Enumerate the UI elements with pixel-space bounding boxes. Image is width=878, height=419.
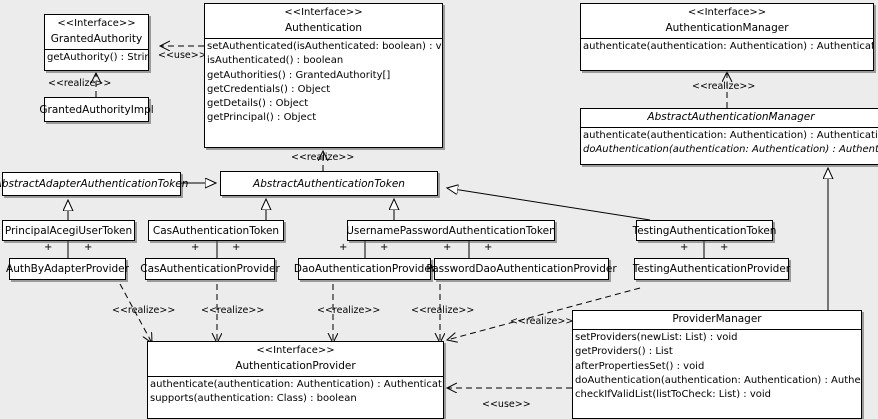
member-row: authenticate(authentication: Authenticat… (583, 130, 878, 141)
member-row: authenticate(authentication: Authenticat… (150, 379, 443, 390)
class-name: DaoAuthenticationProvider (293, 263, 436, 275)
members-compartment: setProviders(newList: List) : void getPr… (573, 329, 861, 403)
edge-label-realize-passworddaoprovider: <<realize>> (411, 305, 475, 316)
class-name: AbstractAuthenticationManager (647, 111, 815, 123)
class-abstract-adapter-authentication-token[interactable]: AbstractAdapterAuthenticationToken (0, 172, 188, 196)
class-auth-by-adapter-provider[interactable]: AuthByAdapterProvider (6, 258, 129, 280)
members-compartment: authenticate(authentication: Authenticat… (581, 127, 878, 159)
class-name: AbstractAdapterAuthenticationToken (0, 178, 189, 190)
class-name: Authentication (284, 22, 363, 34)
class-authentication-provider[interactable]: <<Interface>> AuthenticationProvider aut… (147, 341, 444, 419)
member-row: getPrincipal() : Object (207, 112, 317, 124)
member-row: afterPropertiesSet() : void (575, 360, 705, 372)
members-compartment: authenticate(authentication: Authenticat… (581, 38, 873, 55)
member-row: authenticate(authentication: Authenticat… (583, 41, 873, 52)
class-header: <<Interface>> Authentication (205, 4, 442, 38)
class-name: GrantedAuthority (50, 33, 143, 45)
class-name: CasAuthenticationToken (152, 224, 280, 237)
assoc-visibility-left-passworddao: + (443, 242, 452, 253)
edge-label-realize-testingauthenticationprovider: <<realize>> (510, 316, 574, 327)
assoc-visibility-right-passworddao: + (484, 242, 493, 253)
member-row: isAuthenticated() : boolean (207, 55, 344, 67)
class-authentication[interactable]: <<Interface>> Authentication setAuthenti… (204, 3, 443, 148)
class-granted-authority[interactable]: <<Interface>> GrantedAuthority getAuthor… (44, 14, 149, 71)
class-principal-acegi-user-token[interactable]: PrincipalAcegiUserToken (2, 220, 135, 241)
class-dao-authentication-provider[interactable]: DaoAuthenticationProvider (294, 258, 435, 280)
assoc-visibility-left-cas: + (191, 242, 200, 253)
class-provider-manager[interactable]: ProviderManager setProviders(newList: Li… (572, 310, 862, 419)
edge-label-realize-daoauthenticationprovider: <<realize>> (317, 305, 381, 316)
edge-label-use-authentication-grantedauthority: <<use>> (158, 50, 207, 61)
assoc-visibility-right-cas: + (232, 242, 241, 253)
class-name: TestingAuthenticationToken (632, 224, 777, 237)
assoc-visibility-right-testing: + (720, 242, 729, 253)
member-row: getAuthority() : String (47, 52, 148, 63)
class-header: <<Interface>> GrantedAuthority (45, 15, 148, 49)
class-password-dao-authentication-provider[interactable]: PasswordDaoAuthenticationProvider (426, 258, 617, 280)
class-name: PasswordDaoAuthenticationProvider (426, 263, 617, 275)
class-name: GrantedAuthorityImpl (39, 103, 154, 116)
class-name: AuthenticationManager (665, 22, 789, 34)
members-compartment: authenticate(authentication: Authenticat… (148, 376, 443, 408)
edge-label-realize-casauthenticationprovider: <<realize>> (201, 305, 265, 316)
assoc-visibility-right-dao: + (380, 242, 389, 253)
stereotype-label: <<Interface>> (57, 18, 136, 29)
class-name: UsernamePasswordAuthenticationToken (346, 224, 556, 237)
assoc-visibility-left-dao: + (339, 242, 348, 253)
stereotype-label: <<Interface>> (687, 7, 767, 18)
class-name: PrincipalAcegiUserToken (4, 224, 133, 237)
class-header: ProviderManager (573, 311, 861, 329)
class-name: CasAuthenticationProvider (140, 263, 280, 275)
edge-label-realize-grantedauthorityimpl: <<realize>> (48, 78, 112, 89)
member-row: supports(authentication: Class) : boolea… (150, 393, 357, 405)
class-header: AbstractAuthenticationManager (581, 109, 878, 127)
class-authentication-manager[interactable]: <<Interface>> AuthenticationManager auth… (580, 3, 874, 71)
member-row: getDetails() : Object (207, 98, 309, 110)
assoc-visibility-left-testing: + (680, 242, 689, 253)
member-row: setAuthenticated(isAuthenticated: boolea… (207, 41, 442, 52)
class-header: <<Interface>> AuthenticationProvider (148, 342, 443, 376)
class-username-password-authentication-token[interactable]: UsernamePasswordAuthenticationToken (346, 220, 556, 241)
edge-label-realize-abstractauthenticationtoken: <<realize>> (291, 152, 355, 163)
edge-label-realize-abstractauthenticationmanager: <<realize>> (692, 81, 756, 92)
edge-label-realize-authbyadapterprovider: <<realize>> (112, 305, 176, 316)
stereotype-label: <<Interface>> (284, 7, 363, 18)
assoc-visibility-left-principal: + (44, 242, 53, 253)
class-cas-authentication-provider[interactable]: CasAuthenticationProvider (140, 258, 280, 280)
member-row: doAuthentication(authentication: Authent… (583, 144, 878, 156)
class-name: AuthenticationProvider (235, 360, 356, 372)
member-row: getAuthorities() : GrantedAuthority[] (207, 69, 391, 81)
members-compartment: getAuthority() : String (45, 49, 148, 66)
class-name: AbstractAuthenticationToken (253, 177, 405, 190)
class-name: AuthByAdapterProvider (6, 263, 129, 275)
member-row: getCredentials() : Object (207, 83, 331, 95)
assoc-visibility-right-principal: + (84, 242, 93, 253)
member-row: doAuthentication(authentication: Authent… (575, 374, 861, 386)
class-abstract-authentication-token[interactable]: AbstractAuthenticationToken (220, 171, 438, 196)
class-abstract-authentication-manager[interactable]: AbstractAuthenticationManager authentica… (580, 108, 878, 165)
member-row: checkIfValidList(listToCheck: List) : vo… (575, 389, 772, 401)
class-granted-authority-impl[interactable]: GrantedAuthorityImpl (39, 97, 154, 122)
member-row: getProviders() : List (575, 346, 673, 358)
class-testing-authentication-provider[interactable]: TestingAuthenticationProvider (632, 258, 791, 280)
class-testing-authentication-token[interactable]: TestingAuthenticationToken (633, 220, 776, 241)
member-row: setProviders(newList: List) : void (575, 332, 738, 343)
edge-label-use-providermanager-authenticationprovider: <<use>> (482, 399, 531, 410)
class-name: TestingAuthenticationProvider (632, 263, 791, 275)
class-header: <<Interface>> AuthenticationManager (581, 4, 873, 38)
stereotype-label: <<Interface>> (256, 345, 335, 356)
edge-testingauthenticationtoken-extends-abstracttoken (447, 188, 651, 221)
class-name: ProviderManager (672, 313, 762, 325)
members-compartment: setAuthenticated(isAuthenticated: boolea… (205, 38, 442, 127)
class-cas-authentication-token[interactable]: CasAuthenticationToken (148, 220, 284, 241)
